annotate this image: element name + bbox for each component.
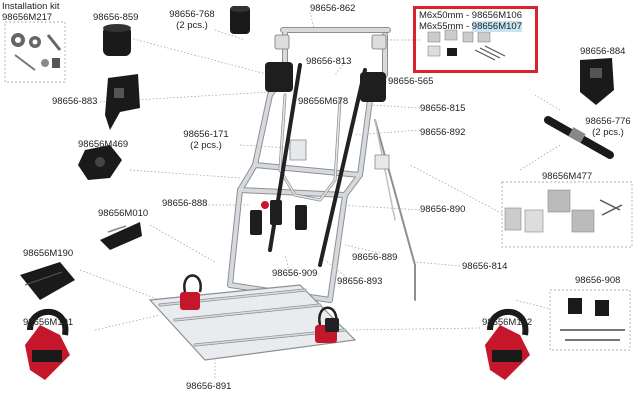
label-98656-565: 98656-565: [388, 76, 434, 87]
label-98656-890: 98656-890: [420, 204, 466, 215]
label-98656-859: 98656-859: [93, 12, 139, 23]
installation-kit-icon: [11, 33, 62, 71]
label-98656-815: 98656-815: [420, 103, 466, 114]
label-98656M477: 98656M477: [542, 171, 593, 182]
label-98656M678: 98656M678: [298, 96, 349, 107]
wheel-holder-red-icon: [25, 308, 70, 380]
end-cap-icon: [105, 74, 140, 130]
rail-clamps: [180, 274, 339, 343]
row2-size: M6x55mm -: [419, 21, 470, 32]
label-98656-171-qty: (2 pcs.): [190, 140, 222, 151]
row1-code: 98656M106: [471, 10, 522, 21]
bottom-rails: [148, 284, 357, 361]
label-98656-892: 98656-892: [420, 127, 466, 138]
cylinder-cap-icon: [103, 24, 131, 56]
carrier-frame: [227, 27, 416, 303]
label-98656-768-qty: (2 pcs.): [176, 20, 208, 31]
highlight-row1: M6x50mm - 98656M106: [419, 10, 522, 21]
label-98656-889: 98656-889: [352, 252, 398, 263]
side-cap-icon: [580, 58, 614, 105]
rubber-sleeve-icon: [230, 6, 250, 34]
highlight-box: [413, 6, 538, 73]
kit-box: [4, 21, 66, 83]
label-98656-768: 98656-768: [169, 9, 215, 20]
label-98656-908: 98656-908: [575, 275, 621, 286]
row1-size: M6x50mm -: [419, 10, 470, 21]
mounting-plate-box: [501, 181, 633, 248]
label-98656-813: 98656-813: [306, 56, 352, 67]
label-98656-776: 98656-776: [585, 116, 631, 127]
clamp-set-box: [549, 289, 631, 351]
label-98656-776-qty: (2 pcs.): [592, 127, 624, 138]
label-98656M010: 98656M010: [98, 208, 149, 219]
label-98656-891: 98656-891: [186, 381, 232, 392]
label-98656-171: 98656-171: [183, 129, 229, 140]
label-98656-909: 98656-909: [272, 268, 318, 279]
title-line1: Installation kit: [2, 1, 60, 12]
wheel-holder-red-right-icon: [485, 308, 530, 380]
label-98656M192: 98656M192: [482, 317, 533, 328]
label-98656M191: 98656M191: [23, 317, 74, 328]
strap-belt-icon: [544, 116, 614, 159]
label-98656M190: 98656M190: [23, 248, 74, 259]
top-clamps: [265, 34, 387, 102]
title-line2: 98656M217: [2, 12, 53, 23]
label-98656-888: 98656-888: [162, 198, 208, 209]
label-98656-814: 98656-814: [462, 261, 508, 272]
label-98656M469: 98656M469: [78, 139, 129, 150]
holder-clip-icon: [100, 222, 142, 250]
label-98656-893: 98656-893: [337, 276, 383, 287]
hardware-set-icon: [427, 29, 506, 61]
center-holders: [250, 200, 307, 235]
row2-code-highlighted: 98656M107: [471, 21, 522, 32]
label-98656-862: 98656-862: [310, 3, 356, 14]
label-98656-884: 98656-884: [580, 46, 626, 57]
label-98656-883: 98656-883: [52, 96, 98, 107]
knob-icon: [78, 145, 122, 180]
wheel-cradle-icon: [20, 262, 75, 300]
highlight-row2: M6x55mm - 98656M107: [419, 21, 522, 32]
